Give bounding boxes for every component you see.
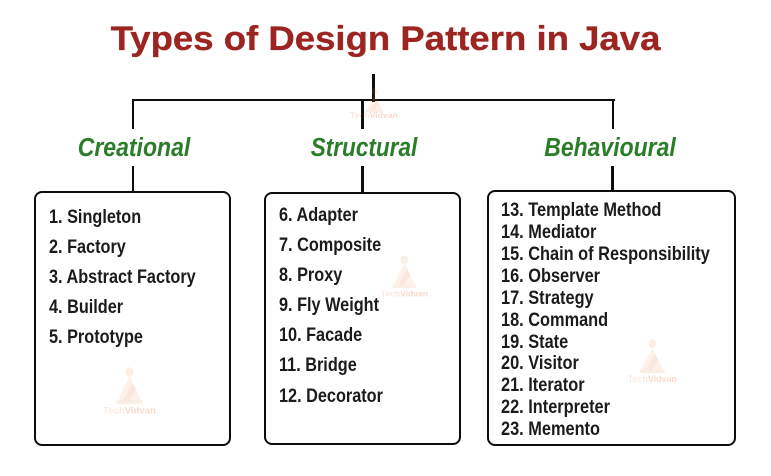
svg-text:TechVidvan: TechVidvan <box>103 405 156 415</box>
svg-text:TechVidvan: TechVidvan <box>627 374 676 383</box>
svg-text:TechVidvan: TechVidvan <box>380 289 427 298</box>
svg-text:TechVidvan: TechVidvan <box>349 110 397 120</box>
